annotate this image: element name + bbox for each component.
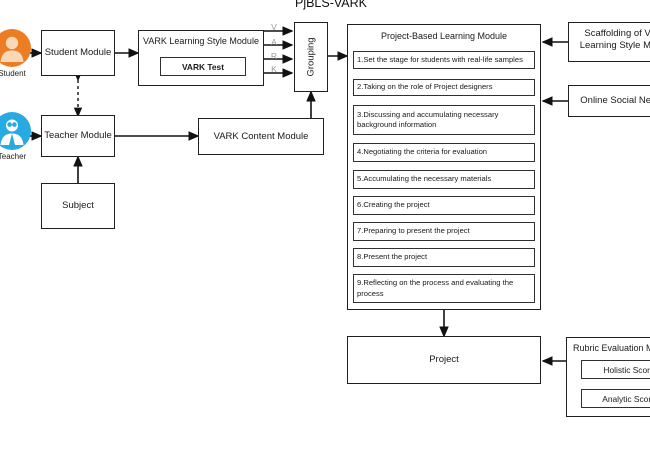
node-project[interactable]: Project — [347, 336, 541, 384]
node-teacher-module[interactable]: Teacher Module — [41, 115, 115, 157]
diagram-title: PjBLS-VARK — [294, 0, 367, 10]
vark-letter-a: A — [271, 37, 277, 47]
vark-letter-k: K — [271, 64, 277, 74]
node-vark-test[interactable]: VARK Test — [160, 57, 246, 76]
node-scaffolding-of-vark-learning-style-module[interactable]: Scaffolding of VARK Learning Style Modul… — [568, 22, 650, 62]
student-avatar-icon — [0, 28, 32, 73]
pjbl-module-heading: Project-Based Learning Module — [380, 31, 508, 41]
pjbl-step-1[interactable]: 1.Set the stage for students with real-l… — [353, 51, 535, 69]
pjbl-step-7[interactable]: 7.Preparing to present the project — [353, 222, 535, 241]
teacher-avatar-icon — [0, 111, 32, 156]
pjbl-step-5[interactable]: 5.Accumulating the necessary materials — [353, 170, 535, 189]
node-rubric-evaluation-module[interactable]: Rubric Evaluation Module Holistic Score … — [566, 337, 650, 417]
node-analytic-score[interactable]: Analytic Score — [581, 389, 650, 408]
node-student-module[interactable]: Student Module — [41, 30, 115, 76]
rubric-evaluation-module-label: Rubric Evaluation Module — [573, 343, 650, 353]
pjbl-step-6[interactable]: 6.Creating the project — [353, 196, 535, 215]
node-vark-content-module[interactable]: VARK Content Module — [198, 118, 324, 155]
vark-learning-style-module-label: VARK Learning Style Module — [143, 36, 259, 46]
vark-letter-r: R — [270, 51, 278, 61]
pjbl-step-8[interactable]: 8.Present the project — [353, 248, 535, 267]
node-grouping[interactable]: Grouping — [294, 22, 328, 92]
vark-letter-v: V — [271, 22, 277, 32]
teacher-avatar-label: Teacher — [0, 152, 27, 161]
node-vark-learning-style-module[interactable]: VARK Learning Style Module VARK Test — [138, 30, 264, 86]
pjbl-step-9[interactable]: 9.Reflecting on the process and evaluati… — [353, 274, 535, 303]
node-online-social-network[interactable]: Online Social Network — [568, 85, 650, 117]
pjbl-step-3[interactable]: 3.Discussing and accumulating necessary … — [353, 105, 535, 135]
grouping-label: Grouping — [305, 37, 317, 77]
node-holistic-score[interactable]: Holistic Score — [581, 360, 650, 379]
student-avatar-label: Student — [0, 69, 26, 78]
node-subject[interactable]: Subject — [41, 183, 115, 229]
pjbl-step-4[interactable]: 4.Negotiating the criteria for evaluatio… — [353, 143, 535, 162]
pjbl-step-2[interactable]: 2.Taking on the role of Project designer… — [353, 79, 535, 96]
